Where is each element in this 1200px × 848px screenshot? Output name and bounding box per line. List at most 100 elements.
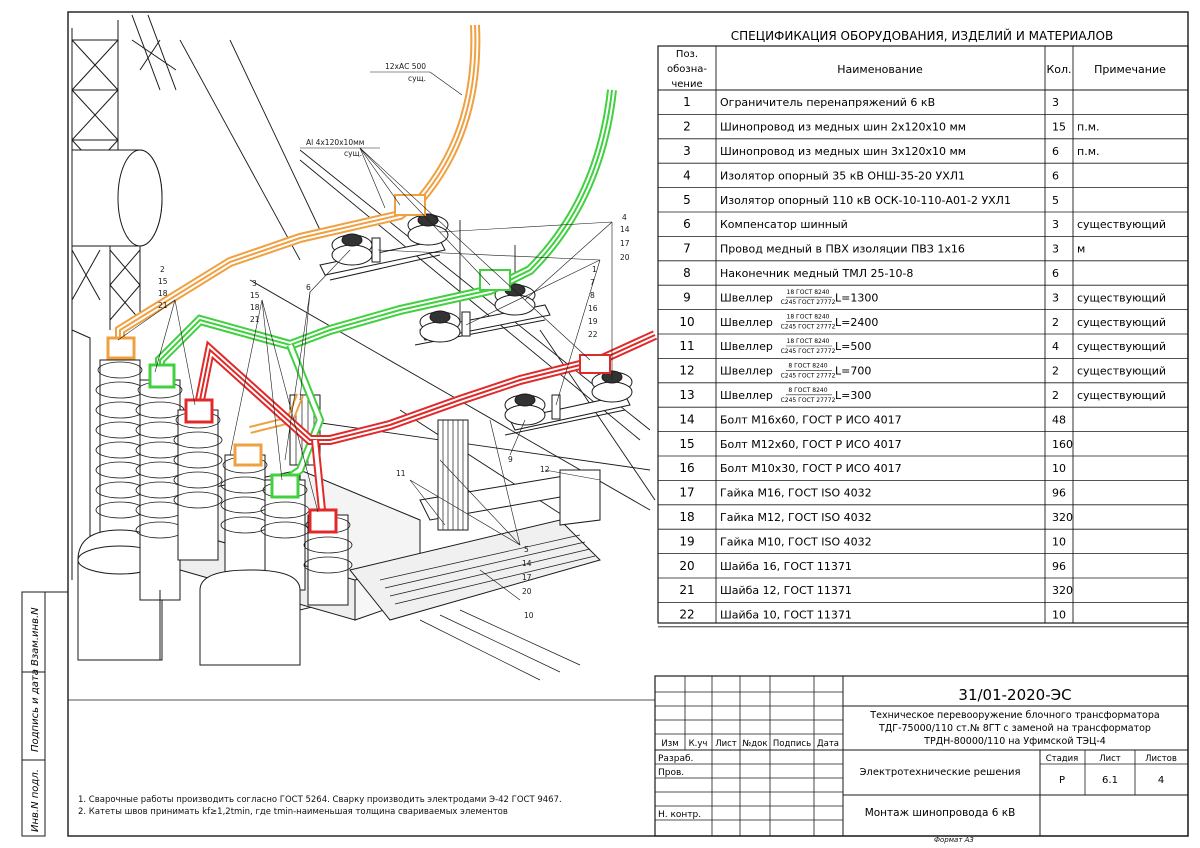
spec-header-note: Примечание — [1094, 63, 1166, 76]
spec-row-name: Швеллер — [720, 316, 773, 329]
spec-row-qty: 10 — [1052, 609, 1066, 622]
spec-row-note: существующий — [1077, 365, 1166, 378]
spec-row-gost-top: 18 ГОСТ 8240 — [787, 289, 830, 296]
spec-row-name: Швеллер — [720, 389, 773, 402]
spec-row-qty: 6 — [1052, 169, 1059, 182]
callout-6: 6 — [306, 283, 311, 292]
spec-row-qty: 3 — [1052, 291, 1059, 304]
spec-row-pos: 4 — [683, 168, 691, 182]
spec-row-qty: 2 — [1052, 316, 1059, 329]
callout-rt-2: 14 — [620, 225, 630, 234]
callout-11: 11 — [396, 469, 406, 478]
spec-row-note: существующий — [1077, 291, 1166, 304]
spec-row-name: Болт М12х60, ГОСТ Р ИСО 4017 — [720, 438, 902, 451]
spec-row-name: Гайка М10, ГОСТ ISO 4032 — [720, 535, 872, 548]
spec-title: СПЕЦИФИКАЦИЯ ОБОРУДОВАНИЯ, ИЗДЕЛИЙ И МАТ… — [731, 28, 1113, 43]
spec-row-pos: 6 — [683, 217, 691, 231]
callout-r-1: 1 — [592, 265, 597, 274]
spec-row: 14 Болт М16х60, ГОСТ Р ИСО 4017 48 — [679, 412, 1066, 426]
spec-row-name: Болт М16х60, ГОСТ Р ИСО 4017 — [720, 413, 902, 426]
spec-row-note: п.м. — [1077, 145, 1099, 158]
spec-row-name: Компенсатор шинный — [720, 218, 848, 231]
spec-row-name: Шайба 12, ГОСТ 11371 — [720, 584, 852, 597]
spec-row-qty: 6 — [1052, 145, 1059, 158]
spec-row-pos: 12 — [679, 364, 694, 378]
spec-row-name: Наконечник медный ТМЛ 25-10-8 — [720, 267, 913, 280]
spec-row-qty: 2 — [1052, 389, 1059, 402]
spec-row-qty: 6 — [1052, 267, 1059, 280]
spec-row-pos: 11 — [679, 339, 694, 353]
callout-r-3: 8 — [590, 291, 595, 300]
spec-row-pos: 1 — [683, 95, 691, 109]
spec-row-length: L=2400 — [835, 316, 878, 329]
spec-row-qty: 320 — [1052, 511, 1073, 524]
spec-row-note: существующий — [1077, 340, 1166, 353]
stamp-stage-label: Стадия — [1046, 754, 1079, 764]
side-label-inventory: Инв.N подл. — [30, 769, 41, 832]
stamp-col-docnum: №док — [742, 739, 767, 749]
spec-row-gost-top: 8 ГОСТ 8240 — [788, 362, 827, 369]
callout-left-4: 21 — [158, 301, 168, 310]
spec-row-name: Шинопровод из медных шин 3х120х10 мм — [720, 145, 966, 158]
spec-row-pos: 22 — [679, 608, 694, 622]
spec-row-length: L=1300 — [835, 291, 878, 304]
callout-rt-3: 17 — [620, 239, 630, 248]
spec-row-gost-bottom: С245 ГОСТ 27772 — [781, 397, 836, 404]
spec-row-pos: 16 — [679, 461, 694, 475]
stamp-sheets-value: 4 — [1158, 775, 1164, 786]
spec-row-name: Провод медный в ПВХ изоляции ПВЗ 1х16 — [720, 243, 965, 256]
stamp-sheet-value: 6.1 — [1102, 775, 1118, 786]
spec-row-qty: 3 — [1052, 243, 1059, 256]
callout-b-3: 17 — [522, 573, 532, 582]
spec-row-name: Шинопровод из медных шин 2х120х10 мм — [720, 121, 966, 134]
spec-row-name: Изолятор опорный 35 кВ ОНШ-35-20 УХЛ1 — [720, 169, 965, 182]
leader-lines — [117, 71, 613, 601]
callout-left-2: 15 — [158, 277, 168, 286]
spec-row-gost-top: 18 ГОСТ 8240 — [787, 338, 830, 345]
spec-row-note: существующий — [1077, 316, 1166, 329]
spec-header-pos-2: обозна- — [667, 64, 707, 75]
general-notes: 1. Сварочные работы производить согласно… — [78, 794, 562, 818]
callout-b-2: 14 — [522, 559, 532, 568]
spec-row-pos: 17 — [679, 486, 694, 500]
spec-header-qty: Кол. — [1046, 63, 1071, 76]
spec-header-name: Наименование — [837, 63, 923, 76]
spec-row-pos: 14 — [679, 412, 694, 426]
spec-row-name: Ограничитель перенапряжений 6 кВ — [720, 96, 935, 109]
callout-rt-1: 4 — [622, 213, 627, 222]
spec-row-name: Швеллер — [720, 365, 773, 378]
callout-r-6: 22 — [588, 330, 598, 339]
spec-row-qty: 10 — [1052, 535, 1066, 548]
callout-r-2: 7 — [590, 278, 595, 287]
spec-row-gost-top: 8 ГОСТ 8240 — [788, 387, 827, 394]
spec-row-qty: 48 — [1052, 413, 1066, 426]
callout-labels: 12хАС 500 сущ. Al 4х120х10мм сущ. 2 15 1… — [158, 62, 630, 620]
spec-row-length: L=500 — [835, 340, 871, 353]
spec-header: Поз. обозна- чение Наименование Кол. При… — [667, 49, 1166, 90]
callout-9: 9 — [508, 455, 513, 464]
callout-al-existing: сущ. — [344, 149, 362, 158]
spec-header-pos-1: Поз. — [676, 49, 698, 60]
spec-row-note: существующий — [1077, 389, 1166, 402]
spec-row-name: Шайба 16, ГОСТ 11371 — [720, 560, 852, 573]
stamp-col-signature: Подпись — [773, 739, 811, 749]
stamp-role-developer: Разраб. — [658, 754, 693, 764]
spec-row-name: Болт М10х30, ГОСТ Р ИСО 4017 — [720, 462, 902, 475]
bushing-2 — [135, 379, 185, 601]
callout-r-4: 16 — [588, 304, 598, 313]
